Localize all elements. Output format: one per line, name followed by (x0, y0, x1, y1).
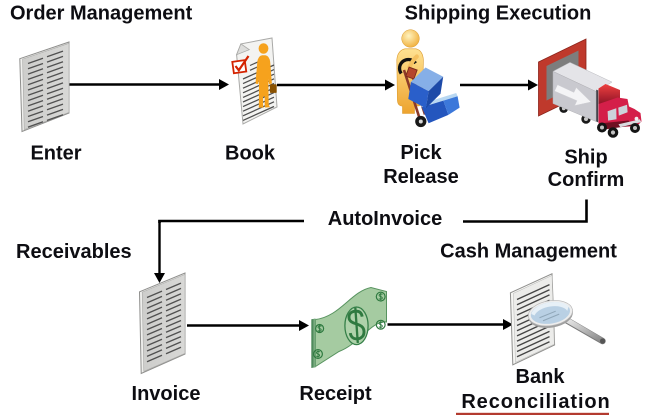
svg-text:Order Management: Order Management (10, 3, 193, 25)
svg-text:Shipping Execution: Shipping Execution (405, 3, 592, 25)
svg-text:Ship: Ship (564, 147, 607, 169)
svg-text:Book: Book (225, 143, 276, 165)
svg-text:Receipt: Receipt (299, 383, 372, 405)
svg-text:AutoInvoice: AutoInvoice (328, 208, 442, 230)
svg-text:Confirm: Confirm (548, 169, 625, 191)
svg-text:Invoice: Invoice (132, 383, 201, 405)
svg-text:Release: Release (383, 166, 459, 188)
svg-text:Bank: Bank (516, 366, 566, 388)
svg-text:Reconciliation: Reconciliation (461, 391, 610, 413)
svg-text:Cash Management: Cash Management (440, 241, 617, 263)
svg-text:Pick: Pick (400, 142, 442, 164)
svg-text:Enter: Enter (30, 143, 81, 165)
svg-text:Receivables: Receivables (16, 241, 132, 263)
